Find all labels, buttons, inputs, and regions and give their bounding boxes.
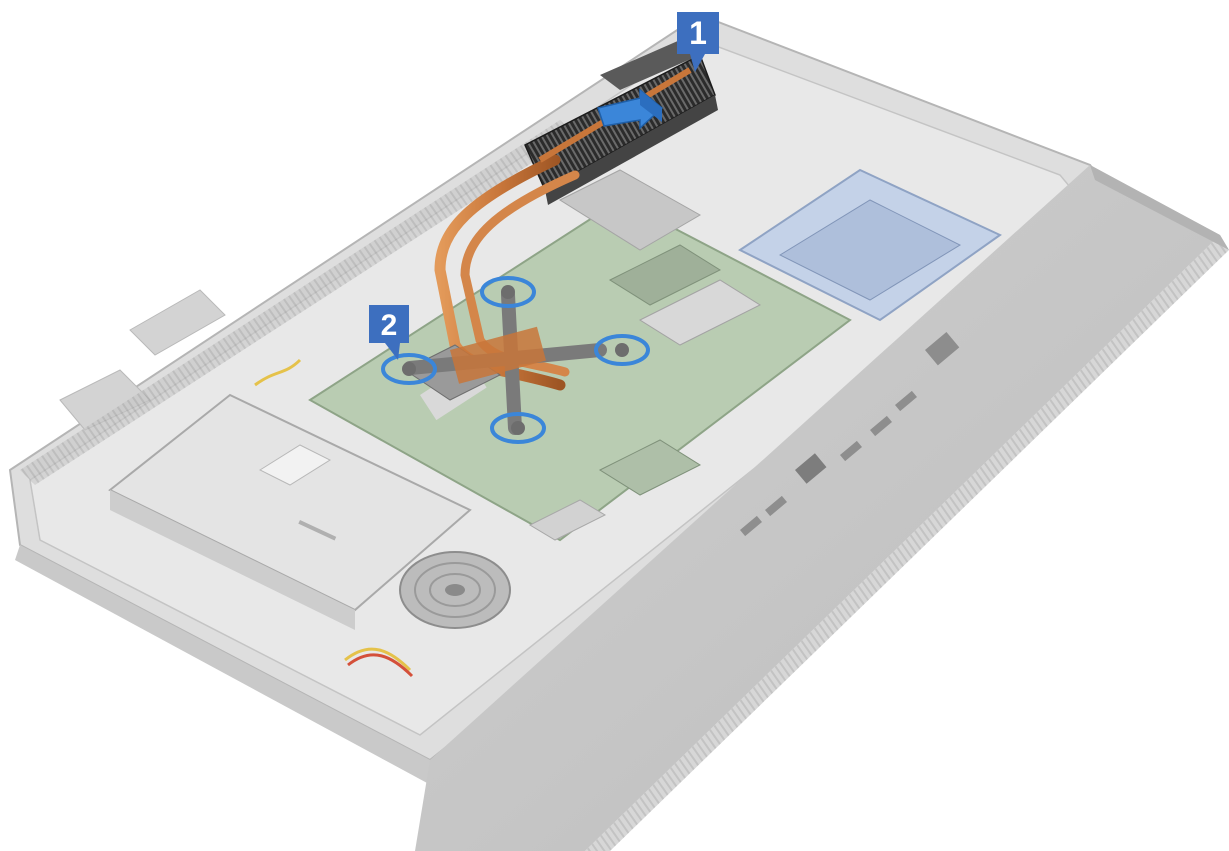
slide-arrow-icon [597, 88, 664, 130]
callout-2-badge: 2 [369, 305, 409, 360]
system-board [308, 169, 852, 542]
callout-1-label: 1 [689, 15, 707, 51]
callout-2-label: 2 [381, 309, 398, 342]
system-fan [399, 551, 511, 629]
callout-1-badge: 1 [677, 12, 719, 72]
captive-screws [381, 276, 650, 444]
power-supply-unit [108, 393, 472, 630]
hard-drive-assembly [738, 168, 1002, 322]
screw-rotation-icon [490, 412, 546, 444]
computer-stand [415, 165, 1229, 851]
fan-cable [254, 358, 414, 678]
screw-rotation-icon [381, 353, 437, 385]
frame-vent-edge [20, 120, 575, 485]
screw-rotation-icon [594, 334, 650, 366]
screw-rotation-icon [480, 276, 536, 308]
